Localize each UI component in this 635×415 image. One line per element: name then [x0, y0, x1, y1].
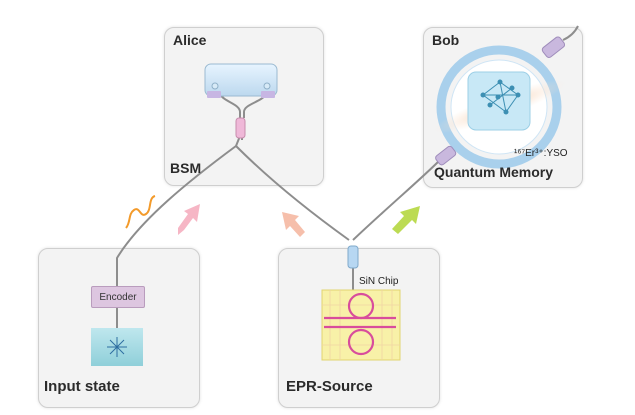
arrow-epr-to-alice — [282, 212, 305, 237]
crystal-lattice-icon — [480, 79, 521, 115]
wave-photon-icon — [125, 195, 156, 229]
fiber-alice-bs — [219, 93, 241, 118]
laser-spark-icon — [91, 328, 143, 366]
arrow-input-to-alice — [178, 204, 200, 235]
beam-splitter-icon — [204, 63, 278, 98]
epr-connector — [347, 245, 359, 269]
sin-chip-label: SiN Chip — [359, 276, 399, 287]
bob-title: Bob — [432, 32, 460, 48]
alice-connector — [235, 117, 246, 139]
fiber-epr-bob — [352, 159, 441, 241]
quantum-memory-caption: Quantum Memory — [434, 164, 554, 180]
fiber-input — [116, 145, 237, 286]
fiber-network — [116, 93, 441, 328]
arrow-epr-to-bob — [392, 206, 420, 234]
alice-title: Alice — [173, 32, 207, 48]
crystal-label: ¹⁶⁷Er³⁺:YSO — [514, 148, 568, 159]
epr-source-title: EPR-Source — [286, 378, 373, 395]
fiber-epr-alice — [235, 145, 350, 241]
quantum-memory — [430, 25, 579, 169]
alice-panel — [164, 27, 324, 186]
input-state-title: Input state — [44, 378, 120, 395]
chip-icon — [321, 289, 401, 361]
bsm-caption: BSM — [170, 160, 202, 176]
encoder-block: Encoder — [91, 286, 145, 308]
